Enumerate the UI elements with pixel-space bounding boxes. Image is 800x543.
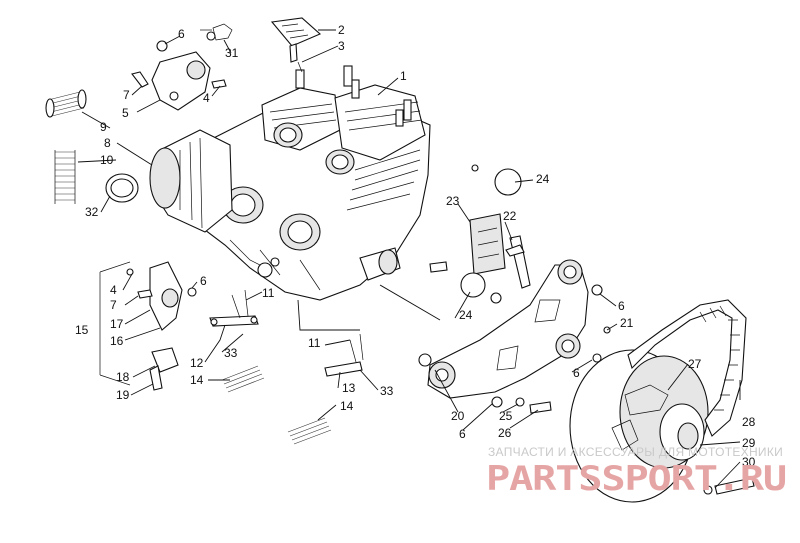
part-10-spring [54,150,76,204]
callout-10: 10 [100,153,114,167]
part-24b-sprocket [460,272,486,298]
callout-30: 30 [742,455,756,469]
callout-13: 13 [342,381,356,395]
callout-9: 9 [100,120,107,134]
part-29-bolt [714,477,755,495]
part-23-block [469,213,506,275]
callout-16: 16 [110,334,124,348]
callout-3: 3 [338,39,345,53]
leader-lines [77,29,741,489]
callout-27: 27 [688,357,702,371]
part-6b-nut [187,287,197,297]
part-31-clip [200,23,233,41]
watermark: ЗАПЧАСТИ И АКСЕССУАРЫ ДЛЯ МОТОТЕХНИКИ PA… [486,445,787,499]
part-20-washer [418,353,432,367]
callout-7: 7 [123,88,130,102]
part-24-bolt [471,164,479,172]
callout-4b: 4 [110,283,117,297]
callout-24b: 24 [459,308,473,322]
callout-6b: 6 [200,274,207,288]
callout-1: 1 [400,69,407,83]
callout-31: 31 [225,46,239,60]
callout-labels: 1 2 3 6 31 7 5 4 9 8 10 32 4 7 6 15 17 1… [75,23,756,469]
engine-mount-plate [427,259,589,399]
callout-7b: 7 [110,298,117,312]
callout-21: 21 [620,316,634,330]
callout-6e: 6 [573,366,580,380]
part-16-bracket [149,261,183,331]
part-26-bolt [529,401,552,414]
callout-6d: 6 [459,427,466,441]
part-14-spring [221,365,265,393]
engine-block [149,65,431,301]
callout-33: 33 [224,346,238,360]
part-2-cap [270,17,322,63]
callout-17: 17 [110,317,124,331]
part-5-bracket [151,51,211,111]
callout-33b: 33 [380,384,394,398]
part-6e-nut [592,353,602,363]
part-22-bracket [505,235,531,289]
part-6d-nut [491,396,503,408]
part-24-sprocket [494,168,522,196]
part-7-bolt [131,71,149,88]
callout-6c: 6 [618,299,625,313]
part-32-clamp [105,173,139,203]
part-24b-bolt [429,261,448,273]
callout-15: 15 [75,323,89,337]
part-14b-spring [287,417,332,445]
part-13-link [324,333,364,377]
part-6-nut [156,40,168,52]
part-24b-washer [490,292,502,304]
part-30-washer [703,485,713,495]
callout-11b: 11 [308,336,321,350]
callout-5: 5 [122,106,129,120]
part-4-bolt [211,79,227,89]
part-27-drive-clutch [569,349,709,503]
callout-24: 24 [536,172,550,186]
part-11-rod [231,289,249,319]
part-9-spring [45,89,87,118]
callout-19: 19 [116,388,130,402]
callout-6-top: 6 [178,27,185,41]
part-7b-bolt [137,289,153,299]
spark-plugs [295,65,412,127]
callout-26: 26 [498,426,512,440]
callout-18: 18 [116,370,130,384]
callout-28: 28 [742,415,756,429]
part-6-nut-2 [206,31,216,41]
callout-4: 4 [203,91,210,105]
callout-23: 23 [446,194,460,208]
part-4b-bolt [126,268,134,276]
watermark-logo: PARTSSPORT.RU [486,459,786,499]
part-28-drive-belt [627,299,747,437]
part-12-link [209,315,259,327]
callout-20: 20 [451,409,465,423]
watermark-tagline: ЗАПЧАСТИ И АКСЕССУАРЫ ДЛЯ МОТОТЕХНИКИ [488,445,783,459]
callout-8: 8 [104,136,111,150]
callout-29: 29 [742,436,756,450]
part-6c-nut [591,284,603,296]
callout-12: 12 [190,356,204,370]
callout-2: 2 [338,23,345,37]
callout-22: 22 [503,209,517,223]
callout-32: 32 [85,205,99,219]
callout-25: 25 [499,409,513,423]
part-3-screw [297,61,303,73]
callout-14: 14 [190,373,204,387]
callout-11: 11 [262,286,275,300]
callout-14b: 14 [340,399,354,413]
